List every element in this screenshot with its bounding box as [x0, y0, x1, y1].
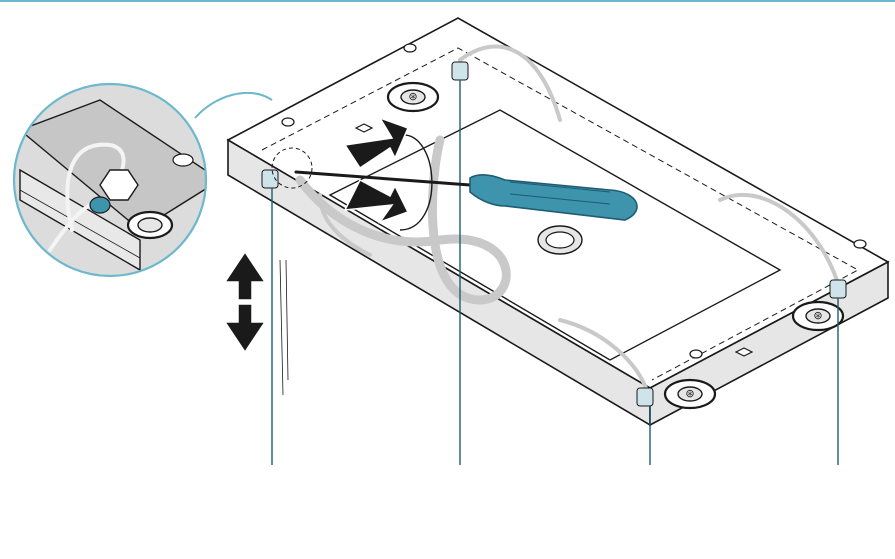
cable [295, 135, 511, 305]
leveling-foot-front[interactable]: ⊛ [663, 378, 717, 410]
cable-clips [261, 61, 847, 407]
cable [318, 193, 372, 257]
leader-lines [271, 80, 839, 465]
corner-hole [689, 349, 703, 359]
screw-head-icon: ⊛ [408, 90, 417, 103]
magnifier-callout-icon [12, 82, 273, 278]
up-down-arrow-icon [223, 250, 267, 354]
guide-line [279, 259, 284, 396]
screwdriver-icon [294, 170, 638, 221]
guide-line [285, 259, 289, 381]
corner-hole [281, 117, 295, 127]
leveling-foot-rear-left[interactable]: ⊛ [386, 81, 440, 113]
cable-runs [295, 44, 842, 402]
rotate-arrows-icon [343, 116, 433, 231]
nut-icon [89, 196, 111, 214]
cable-clip [261, 169, 279, 189]
top-accent-rule [0, 0, 895, 2]
screw-head-icon: ⊛ [813, 309, 822, 322]
cable-clip [451, 61, 469, 81]
hex-nut [354, 123, 374, 133]
cable-clip [829, 279, 847, 299]
grommet [537, 225, 583, 255]
cable-clip [636, 387, 654, 407]
detail-location-marker [271, 147, 313, 189]
callout-connector [194, 91, 273, 119]
corner-hole [853, 239, 867, 249]
cable [558, 318, 652, 402]
leveling-foot-right[interactable]: ⊛ [791, 300, 845, 332]
corner-hole [403, 43, 417, 53]
callout-detail [18, 99, 206, 272]
base-dashed-rim [261, 47, 860, 381]
cable [458, 44, 562, 122]
screw-head-icon: ⊛ [685, 387, 694, 400]
cable [718, 193, 842, 292]
hex-nut [734, 347, 754, 357]
